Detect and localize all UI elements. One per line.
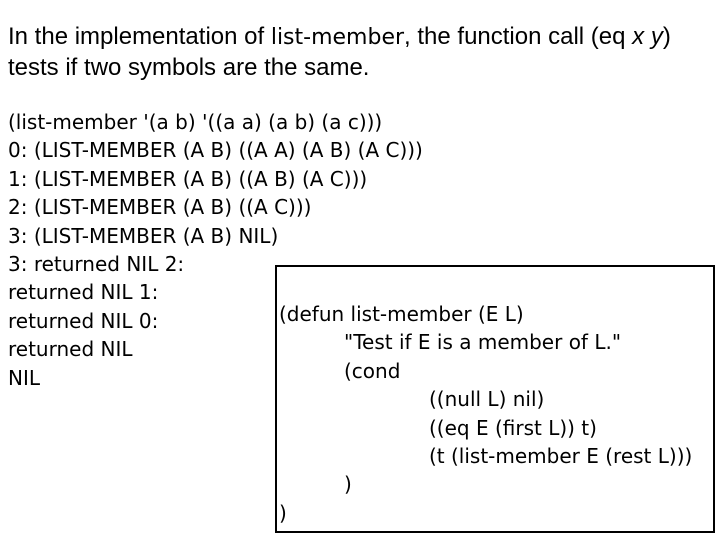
intro-variables: x y — [632, 23, 663, 50]
trace-line: 3: returned NIL 2: — [8, 252, 185, 277]
trace-output: (list-member '(a b) '((a a) (a b) (a c))… — [8, 108, 423, 392]
trace-line: 3: (LIST-MEMBER (A B) NIL) — [8, 223, 279, 248]
code-line: "Test if E is a member of L." — [344, 330, 622, 355]
code-line: ((null L) nil) — [429, 387, 545, 412]
intro-text-before: In the implementation of — [8, 23, 271, 50]
intro-line-1: In the implementation of list-member, th… — [8, 22, 671, 53]
code-line: ) — [344, 472, 352, 497]
code-box: (defun list-member (E L) "Test if E is a… — [275, 265, 715, 533]
trace-line: 1: (LIST-MEMBER (A B) ((A B) (A C))) — [8, 166, 368, 191]
trace-line: 2: (LIST-MEMBER (A B) ((A C))) — [8, 195, 312, 220]
trace-line: NIL — [8, 365, 41, 390]
intro-paragraph: In the implementation of list-member, th… — [8, 22, 671, 83]
code-listing: (defun list-member (E L) "Test if E is a… — [279, 300, 713, 527]
intro-code-term: list-member — [270, 25, 405, 50]
code-line: ) — [279, 500, 287, 525]
intro-text-mid: , the function call (eq — [404, 23, 633, 50]
trace-line: (list-member '(a b) '((a a) (a b) (a c))… — [8, 110, 383, 134]
trace-line: returned NIL — [8, 337, 133, 362]
code-line: (t (list-member E (rest L))) — [429, 444, 693, 469]
code-line: (defun list-member (E L) — [279, 302, 524, 326]
trace-line: returned NIL 1: — [8, 280, 159, 305]
code-line: ((eq E (first L)) t) — [429, 415, 597, 440]
intro-text-close: ) — [662, 23, 671, 50]
code-line: (cond — [344, 358, 401, 383]
trace-line: returned NIL 0: — [8, 308, 159, 333]
trace-line: 0: (LIST-MEMBER (A B) ((A A) (A B) (A C)… — [8, 138, 423, 163]
intro-line-2: tests if two symbols are the same. — [8, 54, 370, 81]
